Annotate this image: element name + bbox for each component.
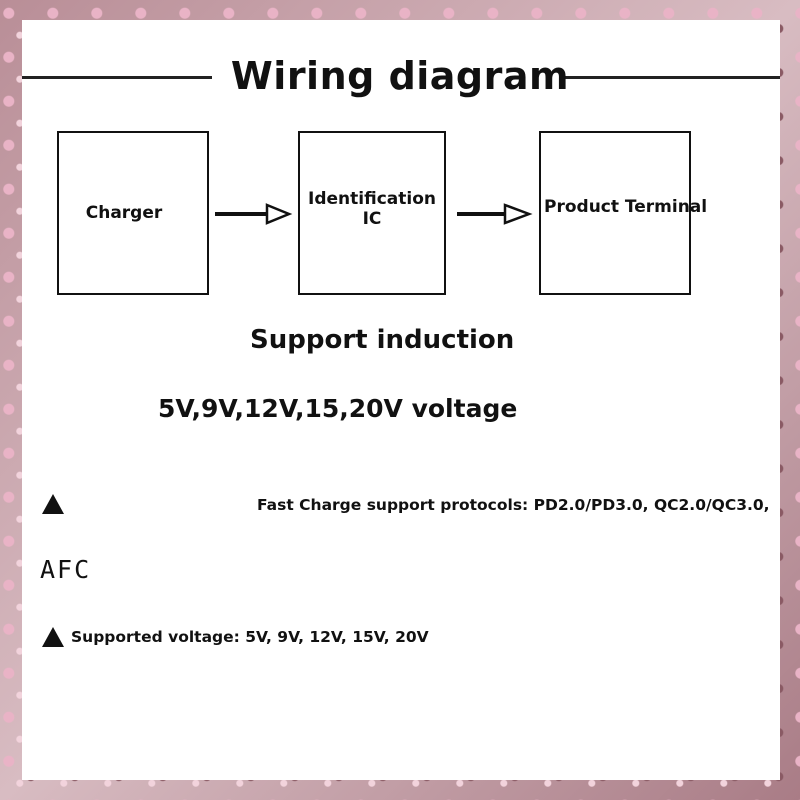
diagram-title: Wiring diagram	[230, 54, 570, 98]
triangle-bullet-icon	[42, 627, 64, 647]
node-product-terminal-label: Product Terminal	[544, 197, 708, 217]
node-identification-ic-label: Identification IC	[308, 189, 436, 229]
voltage-bullet	[42, 627, 64, 651]
title-rule-left	[22, 76, 212, 79]
voltage-line: 5V,9V,12V,15,20V voltage	[158, 394, 518, 423]
open-arrow-icon	[215, 203, 293, 225]
protocols-continuation: AFC	[40, 555, 92, 584]
node-charger: Charger	[57, 131, 209, 295]
title-rule-right	[560, 76, 780, 79]
protocols-bullet	[42, 494, 64, 518]
protocols-text: Fast Charge support protocols: PD2.0/PD3…	[257, 496, 770, 514]
triangle-bullet-icon	[42, 494, 64, 514]
node-identification-ic: Identification IC	[298, 131, 446, 295]
node-product-terminal: Product Terminal	[539, 131, 707, 295]
supported-voltage-text: Supported voltage: 5V, 9V, 12V, 15V, 20V	[71, 628, 429, 646]
node-charger-label: Charger	[85, 203, 163, 223]
support-heading: Support induction	[250, 325, 515, 355]
open-arrow-icon	[457, 203, 533, 225]
